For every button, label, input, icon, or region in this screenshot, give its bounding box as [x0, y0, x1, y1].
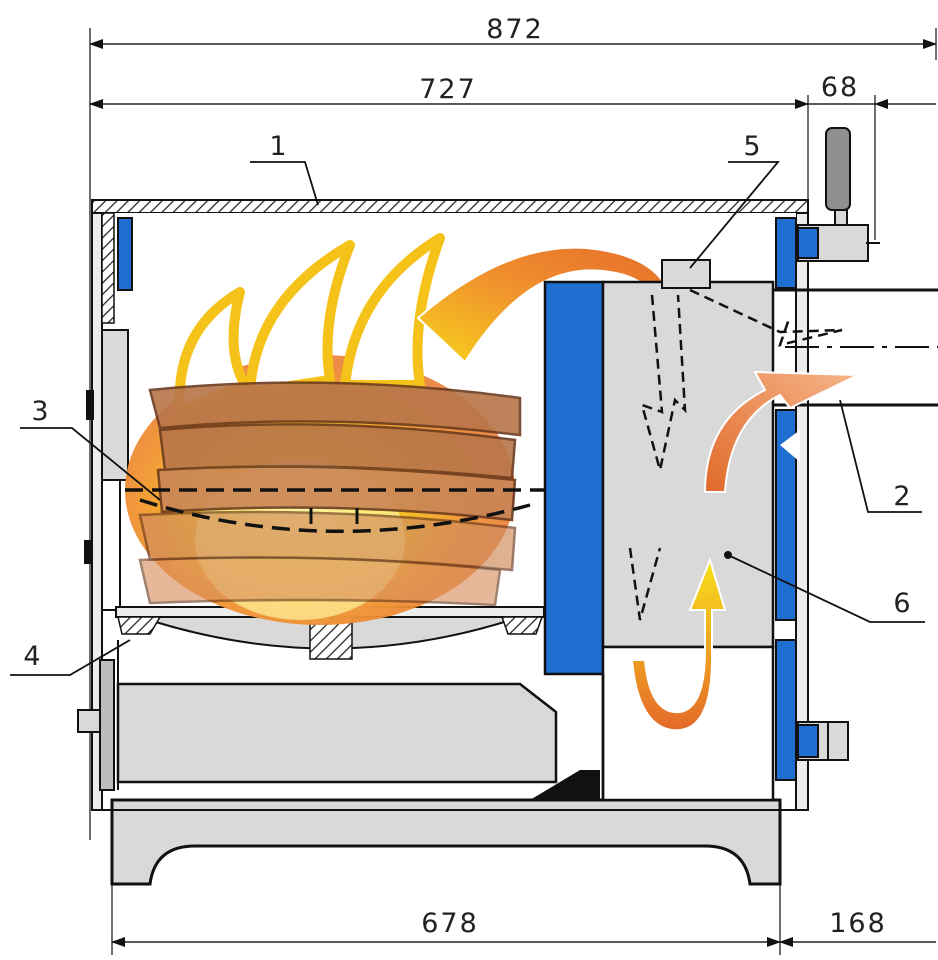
flue-pipe — [773, 288, 938, 407]
front-door-assembly — [77, 212, 133, 791]
flue-outlet-fitting — [797, 127, 880, 262]
rising-gas-arrow — [703, 370, 859, 493]
callout-2-label: 2 — [893, 481, 910, 512]
heat-exchanger-block — [530, 280, 775, 802]
dimension-68-label: 68 — [821, 72, 859, 103]
grate-level-line — [125, 488, 545, 534]
callout-3-label: 3 — [31, 396, 48, 427]
callout-6-label: 6 — [893, 588, 910, 619]
callout-6-dot — [724, 551, 732, 559]
callout-leaders — [10, 161, 925, 676]
flame-tongues — [174, 233, 445, 415]
flue-damper — [661, 259, 711, 289]
rear-water-jacket — [775, 217, 797, 781]
boiler-base-stand — [110, 798, 782, 886]
firewood-logs — [138, 381, 522, 607]
ash-pan-drawer — [116, 682, 558, 784]
dimension-168-label: 168 — [829, 908, 887, 939]
callout-4-label: 4 — [23, 641, 40, 672]
callout-5-label: 5 — [743, 131, 760, 162]
circulation-loop-arrow — [630, 556, 727, 732]
return-fitting — [797, 721, 849, 761]
dimension-727-label: 727 — [419, 74, 477, 105]
gas-flow-dashed-arrows — [628, 288, 843, 621]
dimension-872-label: 872 — [486, 14, 544, 45]
top-insulated-sheet — [91, 199, 809, 218]
callout-1-label: 1 — [269, 131, 286, 162]
dimension-678-label: 678 — [421, 908, 479, 939]
